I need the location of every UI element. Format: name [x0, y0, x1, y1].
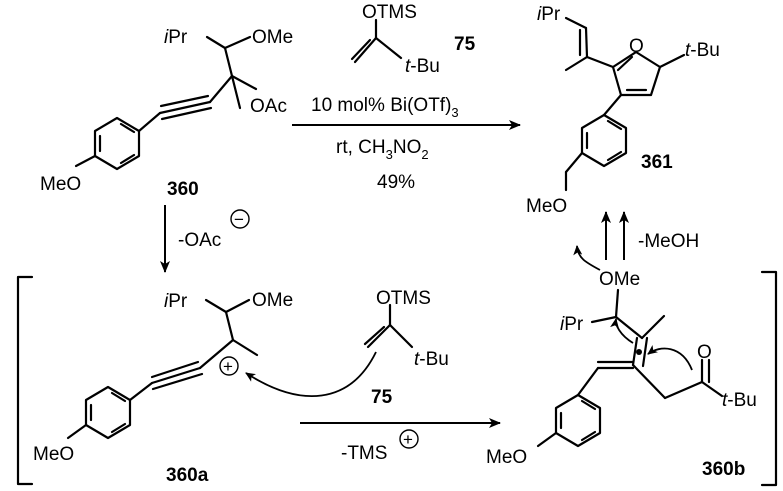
- ome-label-360a: OMe: [252, 290, 293, 311]
- ipr-label-360b: iPr: [560, 314, 584, 335]
- push-arrow-allene: [610, 318, 634, 344]
- solvent-condition: rt, CH3NO2: [336, 137, 429, 162]
- compound-360a-label: 360a: [166, 465, 209, 486]
- compound-361-label: 361: [641, 152, 673, 173]
- cation-charge-circle: [219, 356, 239, 376]
- structure-360: OAc OMe iPr MeO 360: [40, 27, 293, 200]
- structure-360b: MeO O t-Bu OMe iPr 360b: [486, 245, 757, 480]
- anion-charge-circle: [230, 209, 250, 229]
- ome-label-360b: OMe: [599, 269, 640, 290]
- furan-oxygen: O: [629, 36, 644, 57]
- ipr-label: iPr: [164, 27, 188, 48]
- ome-label: OMe: [252, 27, 293, 48]
- otms-label-mid: OTMS: [376, 288, 431, 309]
- compound-75-label-mid: 75: [371, 387, 393, 408]
- cation-charge-sign: +: [223, 357, 233, 376]
- tbu-label-361: t-Bu: [685, 40, 720, 61]
- otms-label: OTMS: [362, 2, 417, 23]
- ipr-label-361: iPr: [537, 4, 561, 25]
- loss-tms-label: -TMS: [341, 443, 387, 464]
- catalyst-condition: 10 mol% Bi(OTf)3: [311, 95, 459, 120]
- meo-label-361: MeO: [526, 196, 567, 217]
- compound-360-label: 360: [167, 179, 199, 200]
- push-arrow-methoxy: [573, 245, 601, 271]
- tbu-label: t-Bu: [405, 56, 440, 77]
- compound-75-label: 75: [454, 34, 476, 55]
- left-bracket: [16, 275, 34, 486]
- compound-360b-label: 360b: [702, 459, 745, 480]
- tbu-label-mid: t-Bu: [414, 349, 449, 370]
- meo-label-360a: MeO: [33, 444, 74, 465]
- meo-label: MeO: [40, 174, 81, 195]
- meo-label-360b: MeO: [486, 447, 527, 468]
- oac-label: OAc: [250, 96, 287, 117]
- loss-meoh-label: -MeOH: [638, 231, 699, 252]
- tms-charge-sign: +: [403, 430, 413, 449]
- anion-charge-sign: −: [234, 210, 244, 229]
- nucleophilic-attack-arrow: [245, 351, 377, 398]
- tms-charge-circle: [399, 429, 419, 449]
- push-arrow-ketone: [647, 345, 693, 371]
- reagent-75-mid: OTMS t-Bu 75: [363, 288, 449, 408]
- reagent-75-top: OTMS t-Bu 75: [350, 2, 476, 77]
- ketone-oxygen: O: [697, 342, 712, 363]
- structure-361: O t-Bu iPr MeO 361: [526, 4, 720, 217]
- structure-360a: OMe iPr MeO + 360a: [33, 290, 293, 486]
- ipr-label-360a: iPr: [164, 291, 188, 312]
- loss-oac-label: -OAc: [178, 230, 221, 251]
- yield-label: 49%: [377, 172, 415, 193]
- allene-center-dot: [636, 349, 642, 355]
- right-bracket: [760, 270, 778, 487]
- tbu-label-360b: t-Bu: [722, 390, 757, 411]
